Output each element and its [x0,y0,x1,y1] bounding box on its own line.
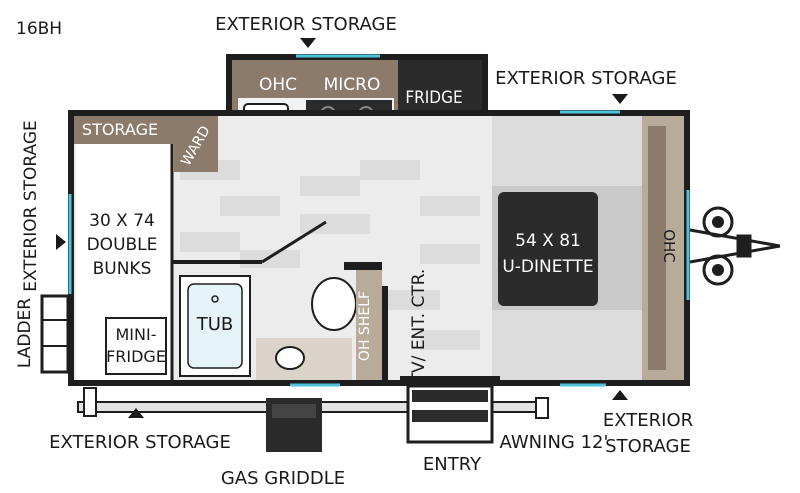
micro-label: MICRO [324,75,381,95]
oh-shelf [356,270,382,380]
bath-partition-top [344,262,382,270]
tv-ent-ctr-label: TV/ ENT. CTR. [409,269,429,385]
exterior-storage-bottom-right-label-line1: EXTERIOR [603,410,693,431]
ladder-label: LADDER [15,298,35,368]
tub-inner [187,283,243,369]
awning-label: AWNING 12' [500,432,609,453]
tub-label: TUB [196,314,234,335]
exterior-storage-top-label: EXTERIOR STORAGE [215,14,397,35]
entry-step-2 [412,410,488,422]
bath-door [261,220,327,264]
mini-fridge-label-line1: MINI- [116,325,157,344]
jack-wheel-1 [712,216,724,228]
ladder [40,294,70,374]
fridge-label: FRIDGE [405,88,462,108]
exterior-storage-bottom-right-label-line2: STORAGE [605,436,691,457]
gas-griddle-label: GAS GRIDDLE [221,468,345,489]
dinette-seat-bottom [492,310,642,380]
hitch [689,206,781,286]
exterior-storage-bottom-left-arrow [128,408,144,418]
bunks-label-line3: BUNKS [93,259,152,279]
entry-label: ENTRY [423,454,482,475]
tub-drain [211,295,219,303]
storage-label: STORAGE [82,120,158,139]
storage-cabinet [74,116,174,144]
bath-wall-right [382,286,388,380]
front-cabinet-inner [648,126,666,370]
gas-griddle-top [272,404,316,418]
bunks-label-line2: DOUBLE [87,235,158,255]
wardrobe [174,116,218,172]
exterior-storage-left-arrow [56,234,66,250]
exterior-storage-bottom-right-arrow [612,390,628,400]
exterior-storage-top-right-label: EXTERIOR STORAGE [495,68,677,89]
ohc-front-label: OHC [660,229,678,263]
ohc-kitchen-label: OHC [259,75,297,95]
rail-end-right [535,397,549,419]
toilet [311,277,357,331]
jack-wheel-2 [712,264,724,276]
dinette-seat-top [492,116,642,186]
oh-shelf-label: OH SHELF [357,291,373,361]
dinette-label-line2: U-DINETTE [502,257,593,277]
dinette-table [498,192,598,306]
model-label: 16BH [16,19,62,39]
exterior-storage-left-label: EXTERIOR STORAGE [21,120,41,292]
exterior-storage-top-right-arrow [612,94,628,104]
mini-fridge [105,317,167,375]
rail-end-left [83,387,97,417]
mini-fridge-label-line2: FRIDGE [106,347,166,366]
bunks-label-line1: 30 X 74 [89,211,155,231]
bath-sink [275,346,305,370]
entry-step-1 [412,390,488,402]
exterior-storage-bottom-left-label: EXTERIOR STORAGE [49,432,231,453]
exterior-storage-top-arrow [300,38,316,48]
dinette-label-line1: 54 X 81 [515,231,581,251]
entry-door [400,376,500,384]
